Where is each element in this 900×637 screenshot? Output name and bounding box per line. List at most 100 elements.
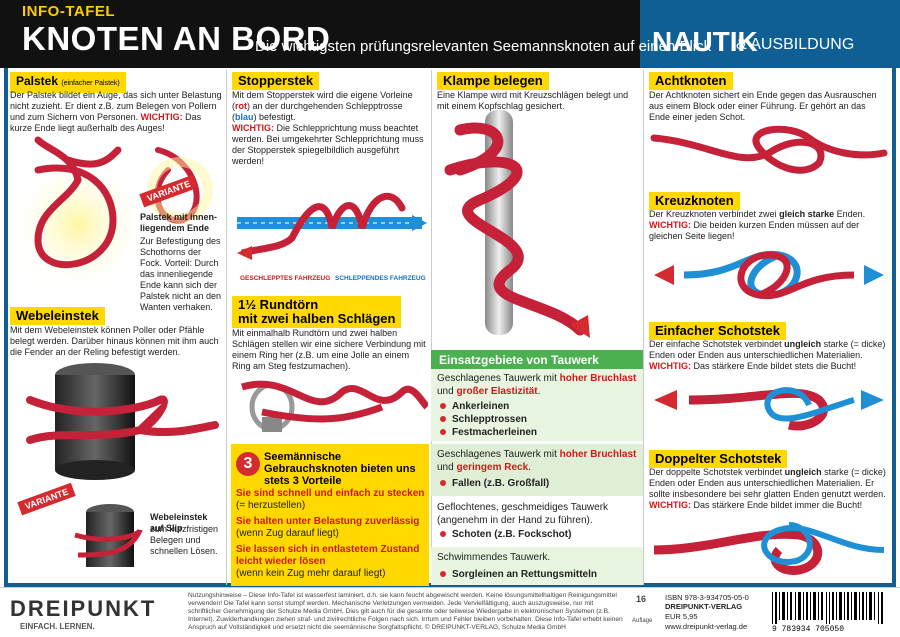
tauwerk-block-2-a: Geschlagenes Tauwerk mit (437, 449, 557, 460)
brand-nautik: NAUTIK (652, 26, 758, 57)
vorteile-number: 3 (236, 452, 260, 476)
kreuzknoten-text: Der Kreuzknoten verbindet zwei gleich st… (649, 209, 889, 242)
vorteile-item-bold: Sie sind schnell und einfach zu stecken (236, 488, 425, 499)
webeleinstek-illustration (26, 363, 219, 480)
palstek-body: Der Palstek bildet ein Auge, das sich un… (10, 90, 222, 122)
tauwerk-block-3: Geflochtenes, geschmeidiges Tauwerk (ang… (437, 502, 609, 526)
klampe-title: Klampe belegen (437, 72, 549, 90)
footer: DREIPUNKT EINFACH. LERNEN. Nutzungshinwe… (0, 587, 900, 637)
klampe-text: Eine Klampe wird mit Kreuzschlägen beleg… (437, 90, 629, 111)
stopperstek-warn: Die Schlepprichtung muss beachtet werden… (232, 123, 424, 166)
tauwerk-item: Sorgleinen an Rettungsmitteln (440, 568, 597, 581)
kreuzknoten-title: Kreuzknoten (649, 192, 740, 210)
palstek-title-text: Palstek (16, 74, 59, 88)
palstek-warn: Das kurze Ende liegt außerhalb des Auges… (10, 112, 202, 133)
doppelter-warn: Das stärkere Ende bildet immer die Bucht… (693, 500, 863, 510)
doppelter-bold: ungleich (784, 467, 822, 477)
tauwerk-block-1-red2: großer Elastizität (456, 386, 538, 397)
webeleinstek-variant-text: zum kurzfristigen Belegen und schnellen … (150, 524, 219, 556)
rundtoern-title-1: 1½ Rundtörn (238, 297, 319, 312)
stopperstek-text-a: Mit dem Stopperstek wird die eigene Vorl… (232, 90, 413, 111)
kreuzknoten-warn-label: WICHTIG: (649, 220, 691, 230)
tauwerk-block-2-red2: geringem Reck (456, 462, 529, 473)
footer-url: www.dreipunkt-verlag.de (665, 622, 748, 631)
klampe-illustration (444, 110, 590, 338)
tauwerk-block-2: Geschlagenes Tauwerk mit hoher Bruchlast… (437, 449, 637, 473)
content-frame (4, 68, 896, 587)
palstek-variant-text: Zur Befestigung des Schothorns der Fock.… (140, 236, 222, 312)
doppelter-warn-label: WICHTIG: (649, 500, 691, 510)
palstek-variant-title: Palstek mit innen-liegendem Ende (140, 212, 218, 233)
achtknoten-text: Der Achtknoten sichert ein Ende gegen da… (649, 90, 877, 122)
tauwerk-block-2-red1: hoher Bruchlast (559, 449, 637, 460)
page-subtitle: Die wichtigsten prüfungsrelevanten Seema… (255, 38, 712, 55)
tauwerk-item: Fallen (z.B. Großfall) (440, 477, 549, 490)
kreuzknoten-text-a: Der Kreuzknoten verbindet zwei (649, 209, 777, 219)
vorteile-item-bold: Sie lassen sich in entlastetem Zustand l… (236, 544, 420, 567)
palstek-title: Palstek (einfacher Palstek) (10, 72, 126, 93)
tauwerk-block-1-red1: hoher Bruchlast (559, 373, 637, 384)
vorteile-item-note: (= herzustellen) (236, 500, 306, 511)
rundtoern-title: 1½ Rundtörn mit zwei halben Schlägen (232, 296, 402, 328)
webeleinstek-title: Webeleinstek (10, 307, 105, 325)
barcode (772, 592, 883, 624)
stopperstek-text: Mit dem Stopperstek wird die eigene Vorl… (232, 90, 426, 123)
footer-slogan: EINFACH. LERNEN. (20, 622, 95, 631)
webeleinstek-text: Mit dem Webeleinstek können Poller oder … (10, 325, 219, 357)
stopperstek-text-c: ) befestigt. (253, 112, 296, 122)
rundtoern-text: Mit einmalhalb Rundtörn und zwei halben … (232, 328, 426, 371)
barcode-number: 9 783934 705050 (772, 625, 845, 634)
schotstek-text: Der einfache Schotstek verbindet ungleic… (649, 339, 889, 372)
tauwerk-block-2-b: und (437, 462, 454, 473)
achtknoten-illustration (650, 125, 888, 174)
header: INFO-TAFEL KNOTEN AN BORD Die wichtigste… (0, 0, 900, 68)
tauwerk-block-1: Geschlagenes Tauwerk mit hoher Bruchlast… (437, 373, 637, 397)
footer-logo: DREIPUNKT (10, 596, 157, 621)
footer-isbn: ISBN 978-3-934705-05-0 (665, 593, 749, 602)
schotstek-warn: Das stärkere Ende bildet stets die Bucht… (693, 361, 857, 371)
divider (226, 70, 227, 585)
palstek-warn-label: WICHTIG: (140, 112, 183, 122)
divider (643, 70, 644, 585)
schotstek-bold: ungleich (784, 339, 822, 349)
webeleinstek-slip-illustration (74, 504, 143, 567)
vorteile-item: Sie sind schnell und einfach zu stecken(… (236, 488, 426, 512)
edition-label: Auflage (632, 618, 653, 624)
vorteile-item-bold: Sie halten unter Belastung zuverlässig (236, 516, 420, 527)
schotstek-illustration (654, 387, 884, 431)
footer-publisher: DREIPUNKT-VERLAG (665, 602, 743, 611)
doppelter-title: Doppelter Schotstek (649, 450, 788, 468)
doppelter-text: Der doppelte Schotstek verbindet ungleic… (649, 467, 889, 511)
achtknoten-title: Achtknoten (649, 72, 733, 90)
tauwerk-block-4: Schwimmendes Tauwerk. (437, 552, 551, 563)
rundtoern-title-2: mit zwei halben Schlägen (238, 311, 396, 326)
doppelter-illustration (653, 522, 885, 575)
vorteile-item-note: (wenn Zug darauf liegt) (236, 528, 339, 539)
tauwerk-block-1-b: und (437, 386, 454, 397)
stopperstek-label-right: SCHLEPPENDES FAHRZEUG (335, 275, 426, 282)
vorteile-title: Seemännische Gebrauchsknoten bieten uns … (264, 451, 416, 487)
kreuzknoten-text-b: Enden. (836, 209, 866, 219)
stopperstek-label-left: GESCHLEPPTES FAHRZEUG (240, 275, 331, 282)
header-left (0, 0, 640, 68)
stopperstek-title: Stopperstek (232, 72, 320, 90)
webeleinstek-variant-title: Webeleinstek auf Slip (150, 512, 208, 533)
stopperstek-warn-label: WICHTIG: (232, 123, 274, 133)
info-label: INFO-TAFEL (22, 3, 116, 20)
vorteile-item: Sie halten unter Belastung zuverlässig(w… (236, 516, 426, 540)
stopperstek-red-word: rot (235, 101, 247, 111)
tauwerk-block-1-a: Geschlagenes Tauwerk mit (437, 373, 557, 384)
palstek-text: Der Palstek bildet ein Auge, das sich un… (10, 90, 222, 134)
doppelter-text-b: starke (= dicke) Enden oder Enden aus un… (649, 467, 886, 499)
footer-price: EUR 5,95 (665, 612, 698, 621)
tauwerk-title: Einsatzgebiete von Tauwerk (431, 350, 643, 370)
stopperstek-warning: WICHTIG: Die Schlepprichtung muss beacht… (232, 123, 426, 167)
tauwerk-item: Schoten (z.B. Fockschot) (440, 528, 571, 541)
tauwerk-item: Ankerleinen (440, 400, 509, 413)
vorteile-item: Sie lassen sich in entlastetem Zustand l… (236, 544, 426, 580)
schotstek-title: Einfacher Schotstek (649, 322, 786, 340)
schotstek-text-a: Der einfache Schotstek verbindet (649, 339, 782, 349)
vorteile-item-note: (wenn kein Zug mehr darauf liegt) (236, 568, 386, 579)
brand-ausbildung: & AUSBILDUNG (736, 36, 855, 53)
